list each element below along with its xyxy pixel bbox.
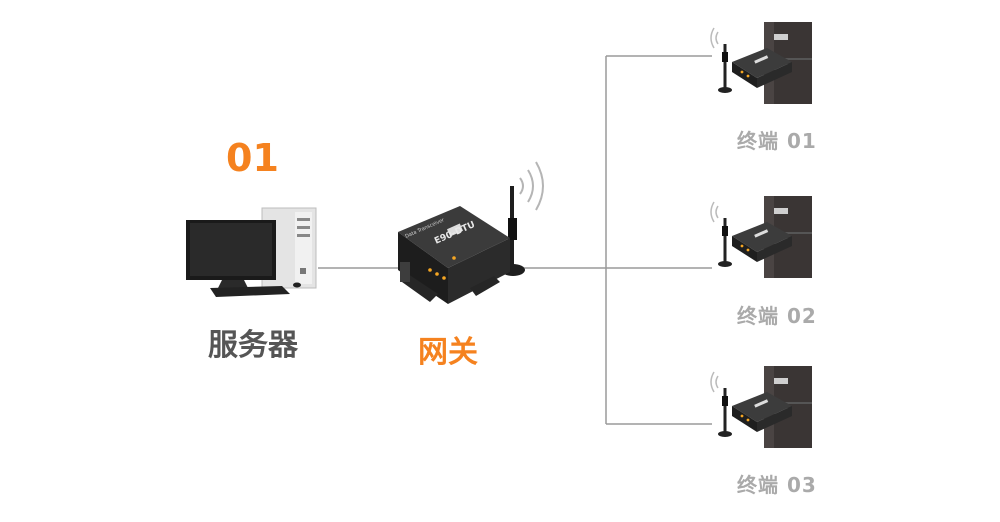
terminal-2-icon xyxy=(709,194,814,280)
gateway-label: 网关 xyxy=(418,335,478,370)
terminal-label: 终端 01 xyxy=(737,129,817,153)
connector-lines xyxy=(318,55,712,425)
terminal-label: 终端 02 xyxy=(737,304,817,328)
step-number: 01 xyxy=(226,136,279,180)
terminal-label: 终端 03 xyxy=(737,473,817,497)
desktop-computer-icon xyxy=(186,207,317,297)
wireless-dtu-gateway-icon: E90-DTU Data Transceiver xyxy=(398,161,544,304)
server-label: 服务器 xyxy=(208,328,298,363)
terminal-1-icon xyxy=(709,20,814,106)
terminal-3-icon xyxy=(709,364,814,450)
